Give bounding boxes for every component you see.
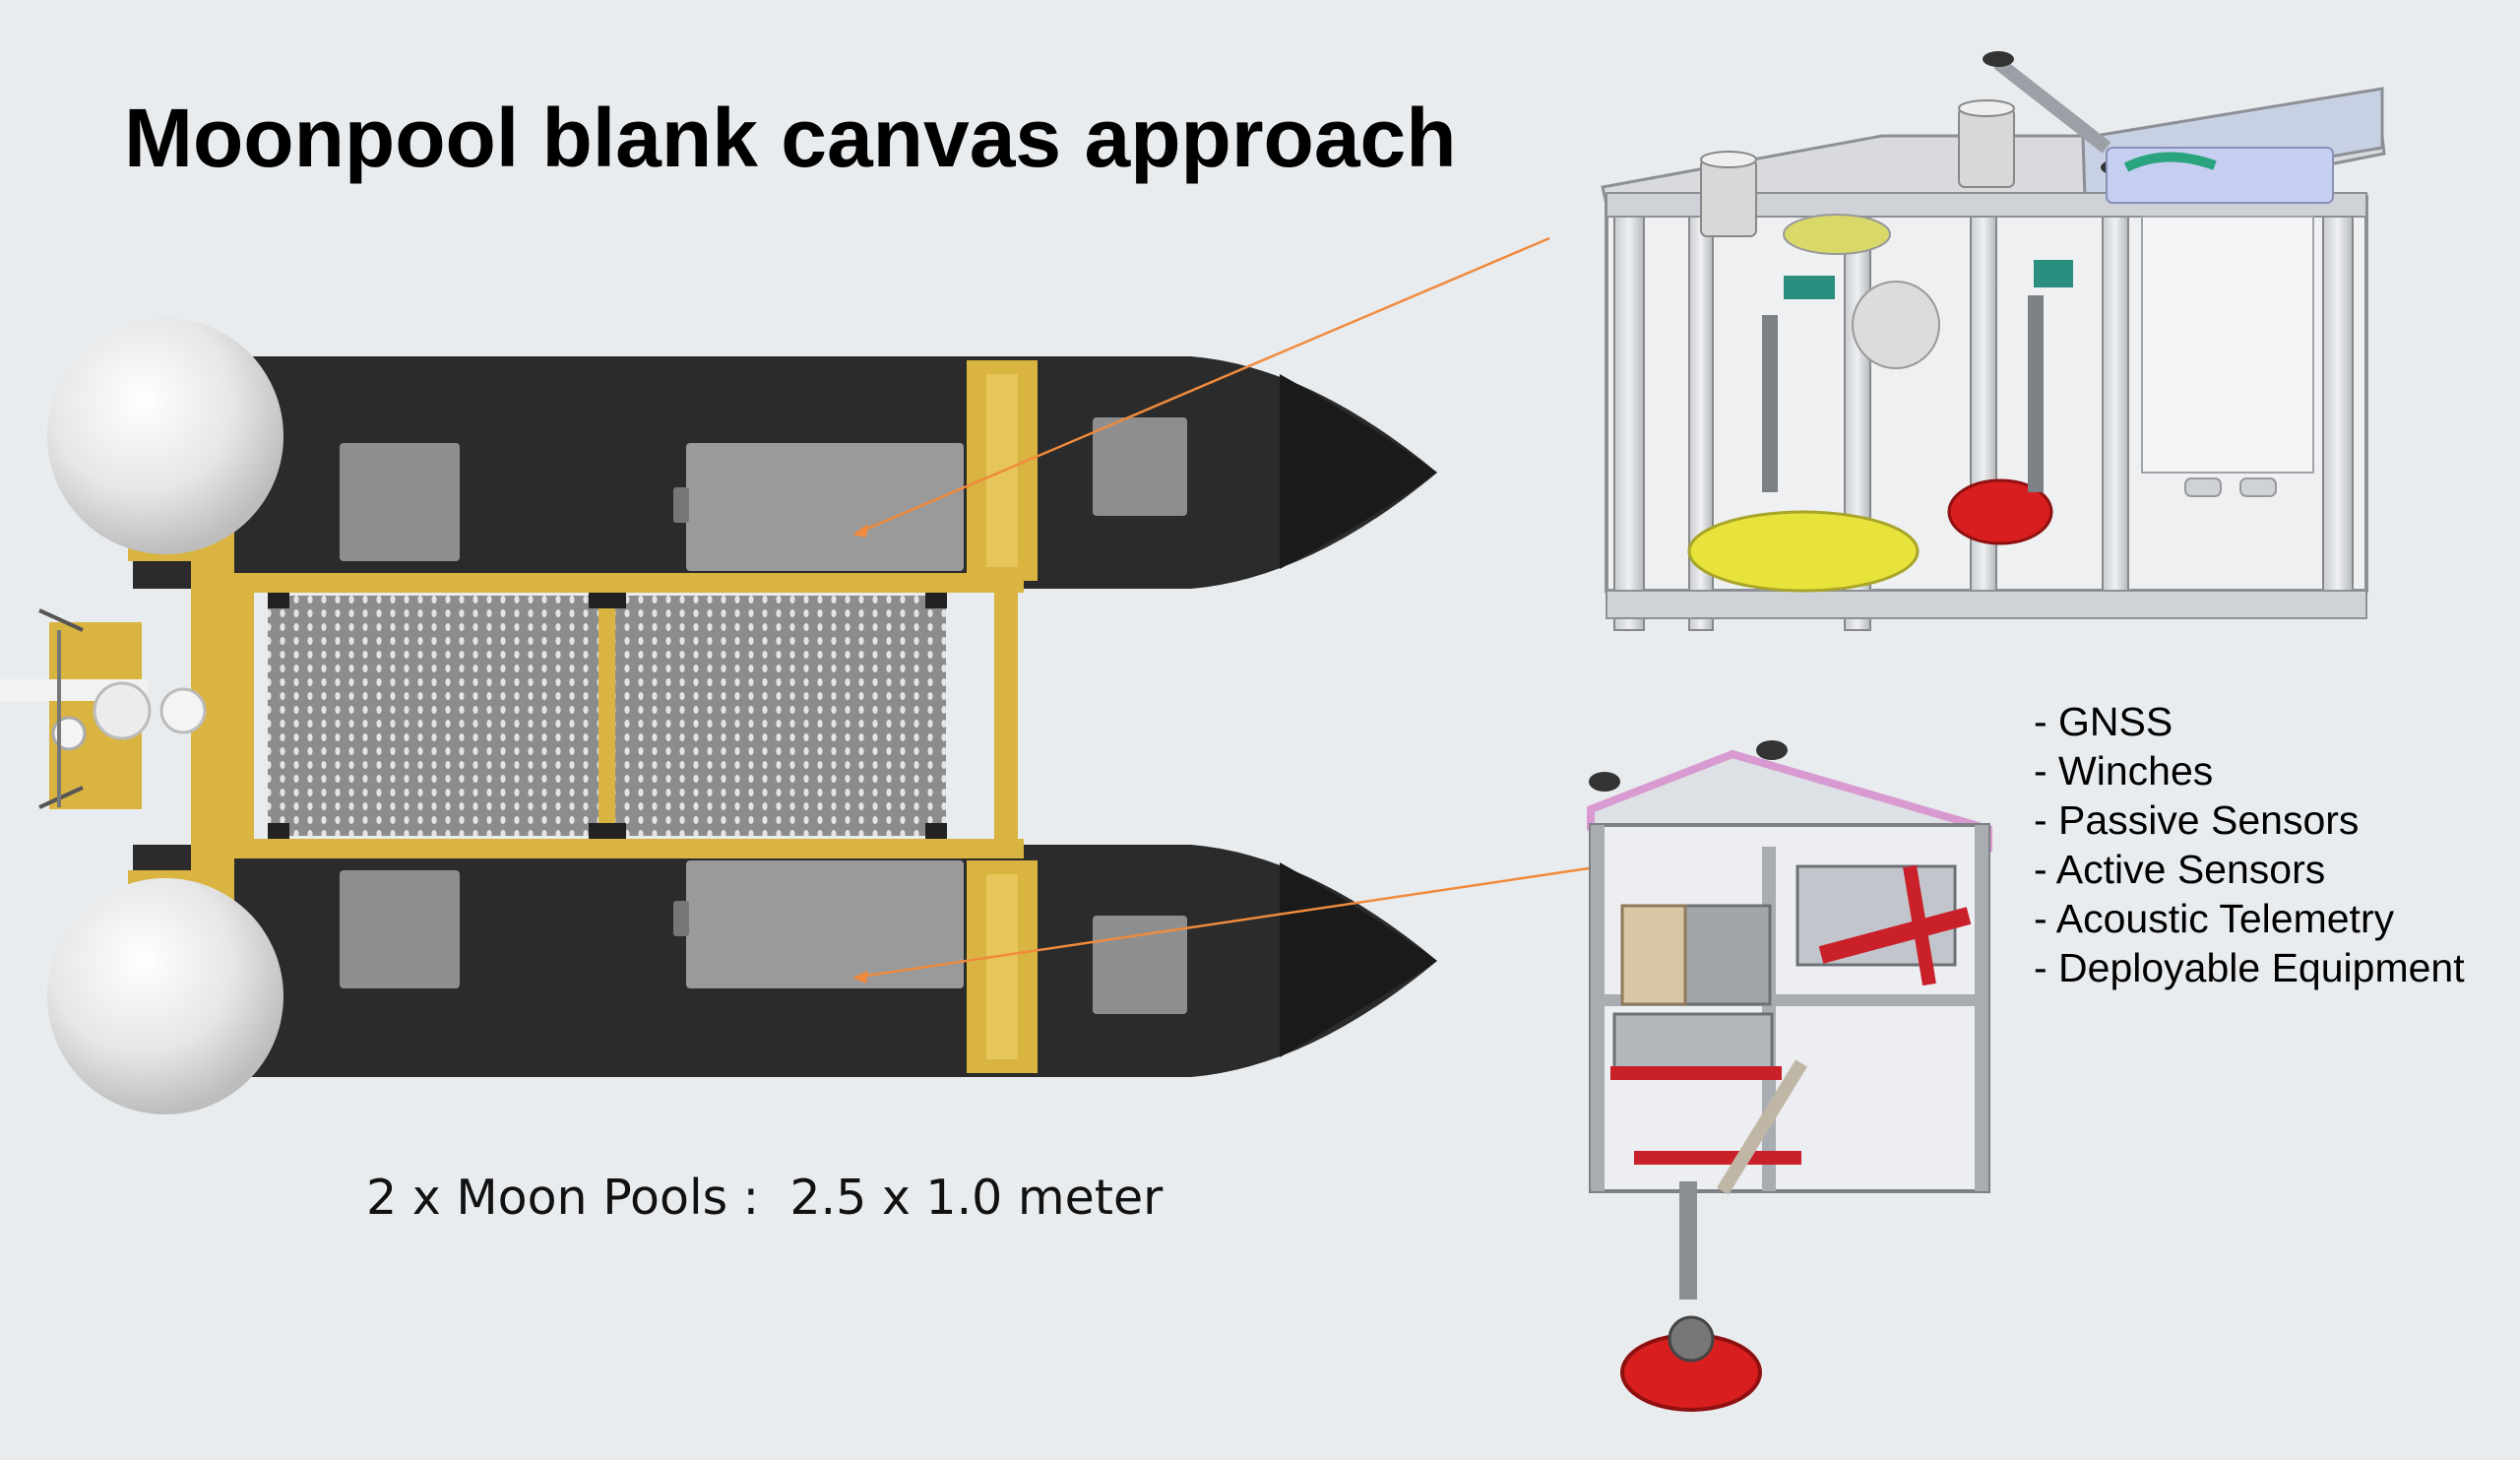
deck-frame-bottom-rail	[236, 839, 1024, 858]
deck-grate-left	[268, 596, 598, 836]
pointer-line-top	[859, 236, 1550, 534]
yellow-tank	[1687, 510, 1920, 593]
payload-item: - GNSS	[2034, 699, 2174, 744]
deck-grate-right	[615, 596, 946, 836]
moonpool-dimensions-caption: 2 x Moon Pools : 2.5 x 1.0 meter	[366, 1170, 1164, 1226]
payload-item: - Winches	[2034, 748, 2214, 793]
buoy-bottom	[47, 878, 284, 1114]
red-device	[1947, 478, 2053, 545]
catamaran-top-view	[0, 318, 1437, 1114]
top-hull-bow-hatch	[1093, 417, 1187, 516]
page-title: Moonpool blank canvas approach	[124, 92, 1457, 184]
payload-list: - GNSS - Winches - Passive Sensors - Act…	[2034, 697, 2465, 992]
deck-frame-top-rail	[236, 573, 1024, 593]
payload-item: - Acoustic Telemetry	[2034, 896, 2395, 941]
bottom-hull-small-hatch	[340, 870, 460, 988]
moonpool-module-rendering	[1601, 51, 2386, 631]
bottom-moonpool-cover	[686, 860, 964, 988]
bottom-hull-bow-hatch	[1093, 916, 1187, 1014]
top-moonpool-cover	[686, 443, 964, 571]
buoy-top	[47, 318, 284, 554]
payload-frame-rendering	[1587, 740, 1992, 1412]
payload-item: - Passive Sensors	[2034, 797, 2360, 843]
payload-item: - Deployable Equipment	[2034, 945, 2465, 990]
payload-item: - Active Sensors	[2034, 847, 2326, 892]
pointer-line-bottom	[859, 866, 1590, 979]
top-hull-small-hatch	[340, 443, 460, 561]
